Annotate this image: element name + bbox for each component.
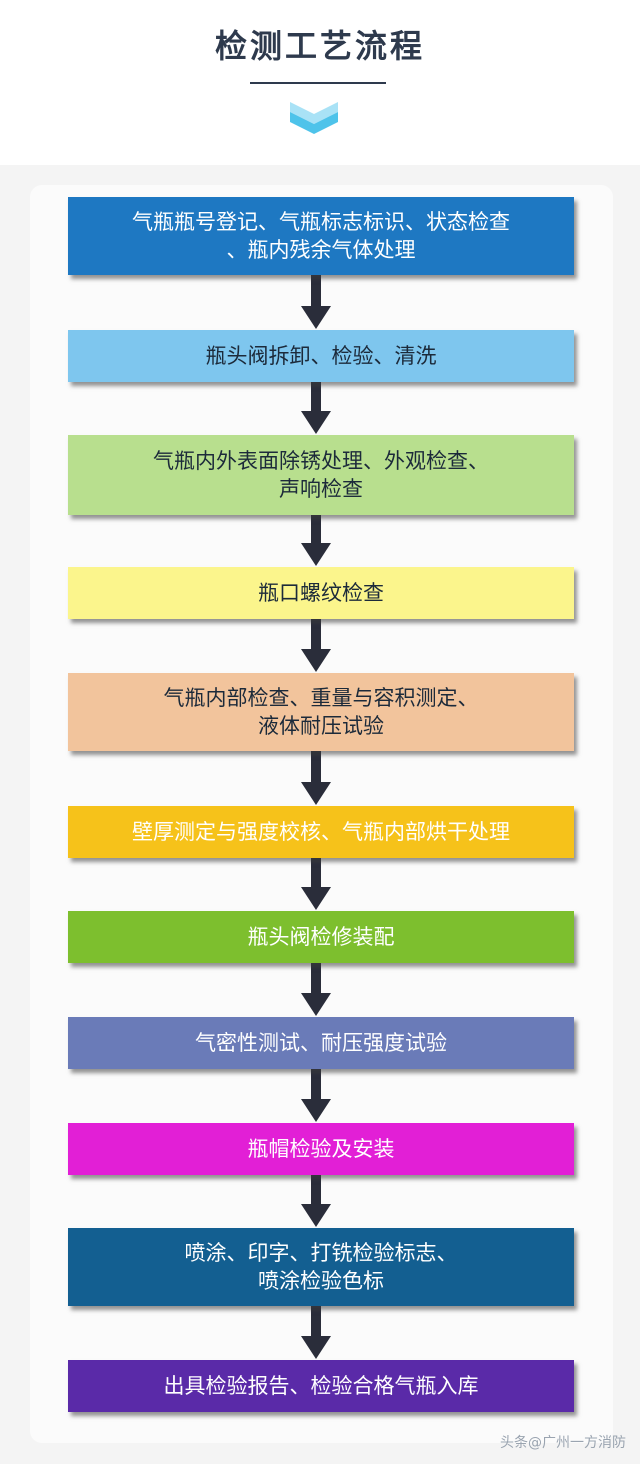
flow-arrow-8 (301, 1069, 331, 1122)
flow-step-label: 瓶头阀检修装配 (247, 925, 395, 949)
flow-step-label: 气瓶内部检查、重量与容积测定、液体耐压试验 (163, 686, 479, 738)
flow-step-8: 气密性测试、耐压强度试验 (68, 1017, 574, 1069)
page-title: 检测工艺流程 (214, 27, 425, 65)
flow-step-label: 瓶头阀拆卸、检验、清洗 (205, 344, 437, 368)
flow-step-label: 气瓶内外表面除锈处理、外观检查、声响检查 (153, 449, 489, 501)
flow-step-5: 气瓶内部检查、重量与容积测定、液体耐压试验 (68, 673, 574, 751)
chevron-down-icon (290, 102, 338, 134)
flow-arrow-4 (301, 619, 331, 672)
flow-arrow-10 (301, 1306, 331, 1359)
flow-step-label: 喷涂、印字、打铣检验标志、喷涂检验色标 (184, 1241, 458, 1293)
flow-arrow-3 (301, 515, 331, 566)
flow-arrow-7 (301, 963, 331, 1016)
watermark: 头条@广州一方消防 (500, 1435, 626, 1451)
flow-arrow-6 (301, 858, 331, 910)
flow-step-label: 瓶口螺纹检查 (258, 581, 384, 605)
flow-step-label: 出具检验报告、检验合格气瓶入库 (163, 1374, 479, 1398)
flow-arrow-9 (301, 1175, 331, 1227)
title-underline (250, 82, 386, 84)
flow-step-6: 壁厚测定与强度校核、气瓶内部烘干处理 (68, 806, 574, 858)
flow-step-7: 瓶头阀检修装配 (68, 911, 574, 963)
flow-step-4: 瓶口螺纹检查 (68, 567, 574, 619)
flow-step-1: 气瓶瓶号登记、气瓶标志标识、状态检查、瓶内残余气体处理 (68, 197, 574, 275)
flow-arrow-2 (301, 382, 331, 434)
flow-step-2: 瓶头阀拆卸、检验、清洗 (68, 330, 574, 382)
flow-arrow-5 (301, 751, 331, 805)
flow-arrow-1 (301, 275, 331, 329)
flow-step-label: 壁厚测定与强度校核、气瓶内部烘干处理 (132, 820, 510, 844)
flow-step-label: 气瓶瓶号登记、气瓶标志标识、状态检查、瓶内残余气体处理 (132, 210, 510, 262)
flow-step-10: 喷涂、印字、打铣检验标志、喷涂检验色标 (68, 1228, 574, 1306)
flow-step-9: 瓶帽检验及安装 (68, 1123, 574, 1175)
flow-step-3: 气瓶内外表面除锈处理、外观检查、声响检查 (68, 435, 574, 515)
flow-step-11: 出具检验报告、检验合格气瓶入库 (68, 1360, 574, 1412)
flow-step-label: 气密性测试、耐压强度试验 (195, 1031, 447, 1055)
header: 检测工艺流程 (0, 0, 640, 165)
flow-step-label: 瓶帽检验及安装 (247, 1137, 395, 1161)
